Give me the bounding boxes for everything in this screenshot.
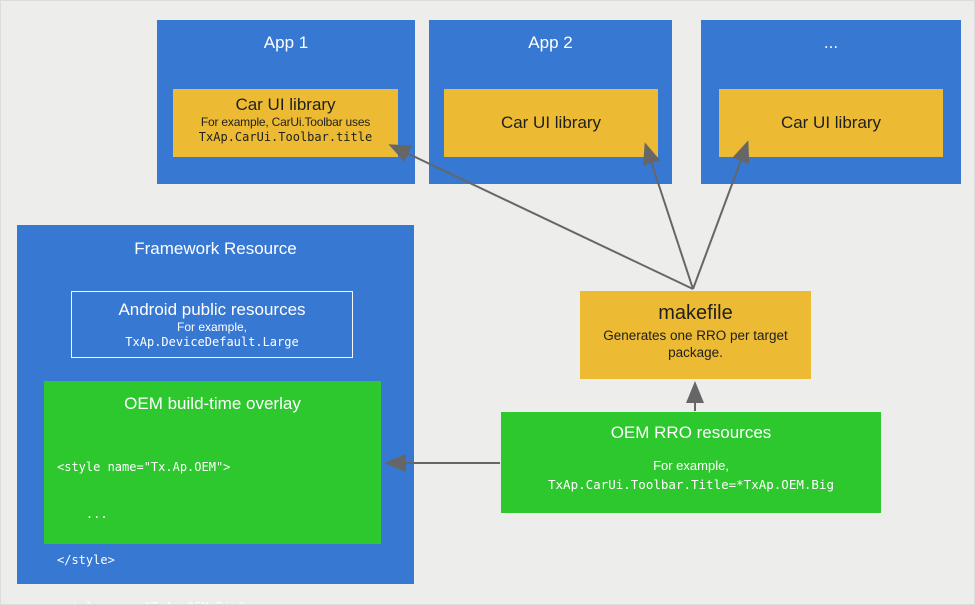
oem-build-time-overlay-title: OEM build-time overlay [124, 394, 301, 413]
code-line: ... [57, 506, 108, 521]
oem-build-time-overlay-box: OEM build-time overlay <style name="Tx.A… [44, 381, 381, 604]
android-public-resources-resource: TxAp.DeviceDefault.Large [125, 335, 299, 349]
framework-resource-title: Framework Resource [134, 239, 297, 258]
app1-title: App 1 [263, 33, 309, 52]
code-line: <style name="Tx.Ap.OEM"> [57, 460, 231, 474]
android-public-resources-box: Android public resources For example, Tx… [71, 291, 353, 358]
app2-car-ui-library-title: Car UI library [500, 113, 602, 132]
oem-overlay-code-block: <style name="Tx.Ap.OEM"> ... </style> <s… [57, 429, 381, 605]
app1-car-ui-library-box: Car UI library For example, CarUi.Toolba… [173, 89, 398, 157]
makefile-subtitle: Generates one RRO per target package. [603, 328, 788, 360]
oem-rro-resources-box: OEM RRO resources For example, TxAp.CarU… [501, 412, 881, 513]
code-line: </style> [57, 553, 115, 567]
app-more-car-ui-library-title: Car UI library [780, 113, 882, 132]
app1-car-ui-library-example: For example, CarUi.Toolbar uses [200, 115, 371, 129]
makefile-box: makefile Generates one RRO per target pa… [580, 291, 811, 379]
code-line: <style name="TxAp.OEM.Big" [57, 600, 381, 605]
framework-resource-box: Framework Resource Android public resour… [17, 225, 414, 604]
app1-car-ui-library-title: Car UI library [235, 95, 336, 114]
app2-car-ui-library-box: Car UI library [444, 89, 658, 157]
app1-box: App 1 Car UI library For example, CarUi.… [157, 20, 415, 184]
oem-rro-example-label: For example, [653, 458, 729, 473]
android-public-resources-title: Android public resources [118, 300, 306, 319]
app-more-car-ui-library-box: Car UI library [719, 89, 943, 157]
app2-box: App 2 Car UI library [429, 20, 672, 184]
app1-car-ui-library-resource: TxAp.CarUi.Toolbar.title [198, 130, 373, 144]
oem-rro-resources-title: OEM RRO resources [610, 423, 772, 442]
makefile-title: makefile [658, 302, 733, 324]
app-more-title: ... [823, 33, 839, 52]
android-public-resources-example: For example, [176, 320, 248, 334]
app2-title: App 2 [528, 33, 573, 52]
oem-rro-example-resource: TxAp.CarUi.Toolbar.Title=*TxAp.OEM.Big [548, 477, 834, 492]
app-more-box: ... Car UI library [701, 20, 961, 184]
